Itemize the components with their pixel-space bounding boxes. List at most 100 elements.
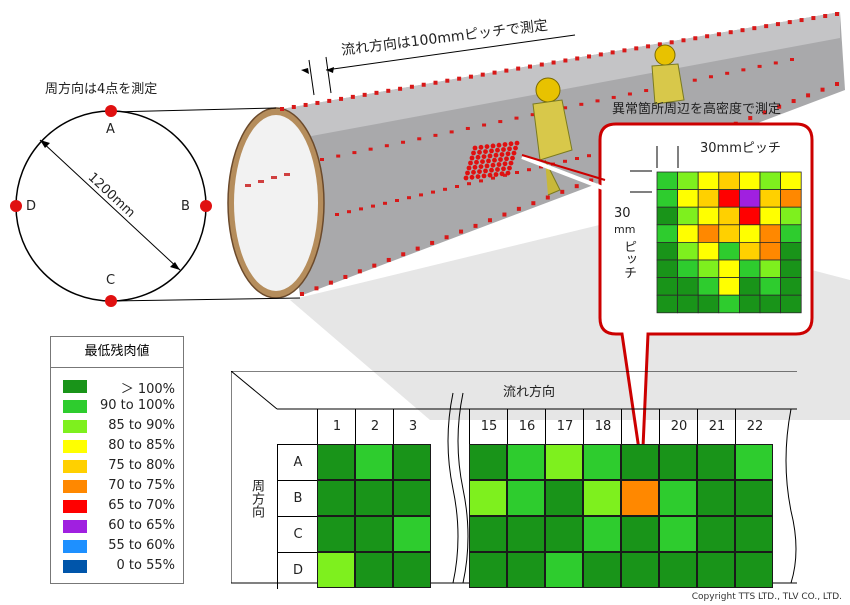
measurement-dot xyxy=(480,72,485,77)
point-dot-d xyxy=(10,200,22,212)
inset-cell xyxy=(739,277,761,296)
inset-cell xyxy=(739,171,761,191)
inset-pitch-v-text: ピッチ xyxy=(621,240,636,279)
measurement-dot xyxy=(563,58,568,63)
grid-cell xyxy=(697,444,735,480)
inset-cell xyxy=(759,259,782,279)
legend-swatch xyxy=(63,480,87,493)
inset-cell xyxy=(697,241,720,261)
grid-cell xyxy=(697,552,735,588)
column-header: 17 xyxy=(545,409,584,444)
inset-cell xyxy=(759,206,782,226)
grid-cell xyxy=(469,516,507,552)
inset-cell xyxy=(780,259,802,279)
high-density-dot xyxy=(463,175,469,181)
legend-row: 90 to 100% xyxy=(51,397,183,417)
grid-cell xyxy=(355,444,393,480)
high-density-dot xyxy=(496,142,502,148)
measurement-dot xyxy=(314,286,319,291)
measurement-dot xyxy=(705,34,710,39)
point-label-d: D xyxy=(26,199,37,214)
pipe-highlight xyxy=(276,12,840,140)
measurement-dot xyxy=(401,252,406,257)
inset-cell xyxy=(697,189,720,208)
legend-label: ＞ 100% xyxy=(120,382,175,397)
high-density-dot xyxy=(480,159,485,165)
inset-cell xyxy=(677,224,699,243)
measurement-dot xyxy=(728,30,733,35)
inset-cell xyxy=(718,294,740,314)
measurement-dot xyxy=(574,184,579,189)
point-label-c: C xyxy=(106,273,116,288)
inset-cell xyxy=(780,277,802,296)
measurement-dot xyxy=(598,52,603,57)
legend-label: 90 to 100% xyxy=(99,398,175,413)
column-header xyxy=(621,409,660,444)
legend-swatch xyxy=(63,520,87,533)
measurement-dot xyxy=(740,28,745,33)
high-density-dot xyxy=(493,172,499,177)
legend-row: 80 to 85% xyxy=(51,437,183,457)
high-density-dot xyxy=(514,140,520,146)
measurement-dot xyxy=(444,235,449,240)
point-label-a: A xyxy=(106,122,115,137)
worker-back xyxy=(651,44,685,105)
grid-cell xyxy=(317,516,355,552)
inset-cell xyxy=(739,189,761,208)
legend-title: 最低残肉値 xyxy=(51,337,183,368)
measurement-dot xyxy=(487,218,492,223)
callout-pointer xyxy=(521,155,609,192)
grid-cell xyxy=(317,480,355,516)
measurement-dot xyxy=(343,274,348,279)
measurement-dot xyxy=(516,206,521,211)
column-header: 3 xyxy=(393,409,432,444)
copyright-notice: Copyright TTS LTD., TLV CO., LTD. xyxy=(691,592,842,602)
grid-cell xyxy=(355,552,393,588)
grid-cell xyxy=(583,552,621,588)
grid-cell xyxy=(621,552,659,588)
high-density-dot xyxy=(487,172,493,178)
measurement-dot xyxy=(799,18,804,23)
legend-label: 60 to 65% xyxy=(108,518,175,533)
inset-cell xyxy=(739,294,761,314)
measurement-dot xyxy=(371,204,375,208)
grid-cell xyxy=(317,552,355,588)
grid-cell xyxy=(735,516,773,552)
inset-cell xyxy=(656,259,679,279)
grid-cell xyxy=(659,480,697,516)
measurement-dot xyxy=(681,38,686,43)
measurement-dot xyxy=(693,36,698,41)
measurement-dot xyxy=(386,257,391,262)
measurement-dot xyxy=(327,98,332,103)
legend-label: 75 to 80% xyxy=(108,458,175,473)
circle-link-top xyxy=(111,107,277,113)
pitch-arrow-right xyxy=(326,67,334,73)
measurement-dot xyxy=(347,210,351,214)
measurement-dot xyxy=(417,137,422,141)
pitch-mark-left xyxy=(308,59,315,96)
inset-cell xyxy=(656,277,679,296)
diameter-line xyxy=(39,139,181,271)
grid-cell xyxy=(697,516,735,552)
measurement-dot xyxy=(560,189,565,194)
inset-cell xyxy=(718,241,740,261)
inset-cell xyxy=(780,206,802,226)
legend-box: 最低残肉値 ＞ 100% 90 to 100% 85 to 90% 80 to … xyxy=(50,336,184,584)
grid-cell xyxy=(659,516,697,552)
inset-cell xyxy=(677,241,699,261)
column-header: 1 xyxy=(317,409,356,444)
measurement-dot xyxy=(315,100,320,105)
high-density-dot xyxy=(484,163,490,169)
measurement-dot xyxy=(563,106,568,110)
grid-cell xyxy=(621,444,659,480)
legend-swatch xyxy=(63,420,87,433)
high-density-dot xyxy=(511,150,517,156)
grid-cell xyxy=(393,444,431,480)
high-density-dot xyxy=(471,150,476,156)
grid-cell xyxy=(355,480,393,516)
high-density-dot xyxy=(487,153,493,159)
legend-swatch xyxy=(63,380,87,393)
legend-row: 85 to 90% xyxy=(51,417,183,437)
high-density-dot xyxy=(505,151,511,157)
grid-cell xyxy=(507,444,545,480)
